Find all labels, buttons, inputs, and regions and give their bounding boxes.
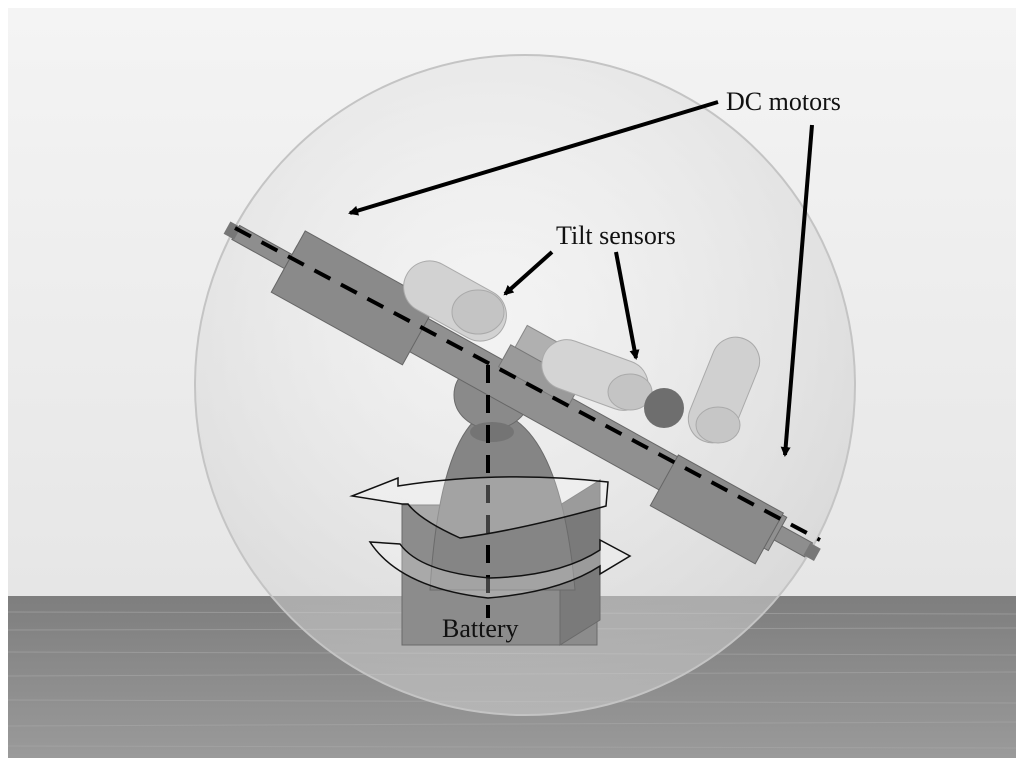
rotation-arrow-lower (368, 538, 632, 599)
axle-axis-dashed (234, 226, 821, 542)
tilt-sensors-arrows (503, 250, 640, 360)
dc-motors-arrows (348, 100, 814, 457)
tilt-sensor-2 (541, 339, 684, 428)
tilt-platform (223, 221, 821, 565)
axle-end-left (223, 221, 241, 240)
dc-motors-arrow-right (780, 124, 814, 457)
battery-label: Battery (442, 614, 519, 643)
tilt-sensors-label: Tilt sensors (556, 221, 676, 250)
dc-motors-label: DC motors (726, 87, 841, 116)
dc-motor-right (649, 454, 785, 565)
tilt-sensors-arrow-left (503, 250, 554, 296)
tilt-sensors-arrow-right (614, 251, 640, 360)
dc-motors-arrow-left (348, 100, 719, 216)
tilt-sensor-1 (403, 260, 507, 342)
tilt-sensor-3 (687, 336, 761, 444)
rotation-arrow-upper (349, 476, 609, 539)
dc-motor-left (270, 230, 438, 366)
axle-end-right (803, 542, 821, 561)
